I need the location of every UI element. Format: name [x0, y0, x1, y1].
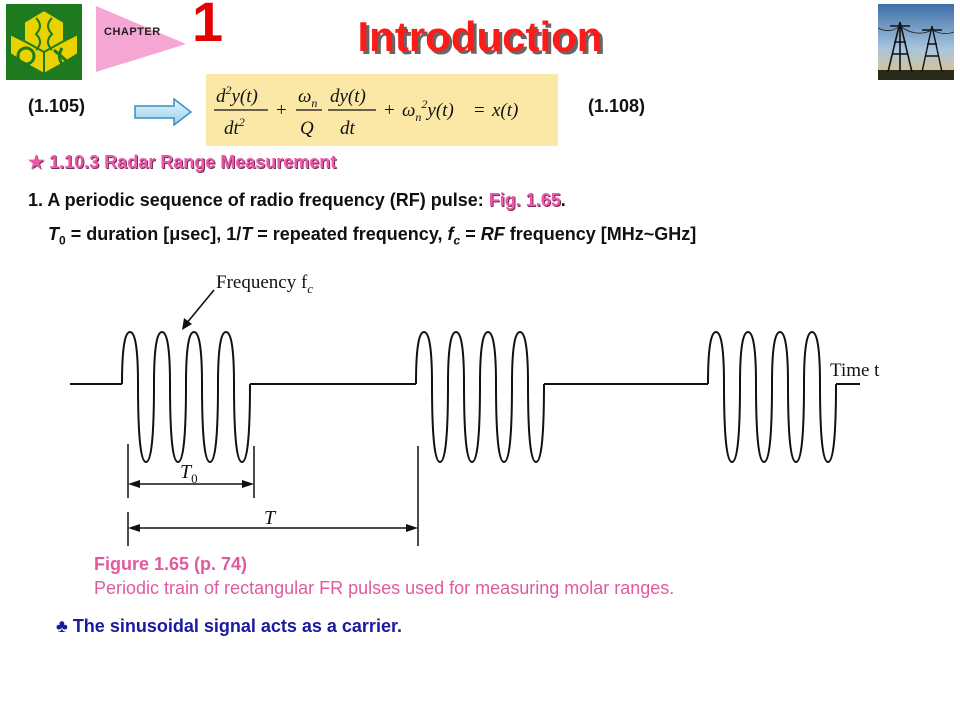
line2-a: = duration [	[65, 224, 170, 244]
carrier-note: ♣ The sinusoidal signal acts as a carrie…	[56, 616, 402, 637]
frequency-arrowhead	[182, 318, 192, 330]
var-T0: T	[48, 224, 59, 244]
note-text: The sinusoidal signal acts as a carrier.	[67, 616, 402, 636]
svg-text:Q: Q	[300, 118, 314, 139]
line2-c: = repeated frequency,	[252, 224, 448, 244]
power-lines-photo	[878, 4, 954, 80]
university-logo	[6, 4, 82, 80]
section-heading: ★ 1.10.3 Radar Range Measurement	[28, 152, 337, 172]
equation-ref-left: (1.105)	[28, 96, 86, 116]
line2-mu: μ	[169, 224, 181, 244]
var-RF: RF	[480, 224, 505, 244]
line1-end: .	[560, 190, 566, 210]
burst-2	[415, 330, 545, 464]
differential-equation: d2y(t) dt2 + ωn Q dy(t) dt + ωn2y(t) = x…	[206, 74, 558, 146]
var-f: f	[447, 224, 454, 244]
svg-text:dt: dt	[340, 118, 356, 139]
frequency-arrow	[185, 289, 215, 325]
line2-d: =	[460, 224, 481, 244]
t-label: T	[264, 507, 277, 529]
var-T: T	[241, 224, 253, 244]
svg-text:=: =	[474, 100, 485, 121]
rf-pulse-train-figure: Frequency fc Time t T0 T	[70, 272, 880, 546]
var-f-sub: c	[453, 233, 461, 248]
page-title: Introduction	[0, 13, 960, 60]
svg-text:dt2: dt2	[224, 115, 245, 139]
svg-text:d2y(t): d2y(t)	[216, 83, 258, 107]
line1-text: 1. A periodic sequence of radio frequenc…	[28, 190, 489, 210]
figure-caption: Figure 1.65 (p. 74) Periodic train of re…	[94, 552, 674, 601]
figure-reference-link[interactable]: Fig. 1.65	[488, 190, 561, 210]
chapter-tab	[96, 6, 186, 72]
chapter-label: CHAPTER	[104, 26, 161, 38]
caption-text: Periodic train of rectangular FR pulses …	[94, 578, 675, 599]
burst-3	[707, 330, 837, 464]
svg-text:ωn: ωn	[298, 86, 317, 110]
line2-b: sec], 1/	[180, 224, 242, 244]
line2-e: frequency [MHz~GHz]	[504, 224, 697, 244]
t0-label: T0	[180, 461, 198, 486]
body-line-1: 1. A periodic sequence of radio frequenc…	[28, 190, 566, 211]
chapter-number: 1	[192, 0, 224, 53]
time-label: Time t	[830, 360, 880, 381]
caption-title: Figure 1.65 (p. 74)	[94, 554, 248, 574]
body-line-2: T0 = duration [μsec], 1/T = repeated fre…	[48, 224, 696, 248]
svg-text:x(t): x(t)	[491, 100, 518, 121]
svg-text:dy(t): dy(t)	[330, 86, 366, 107]
svg-text:+: +	[384, 100, 395, 121]
page-title-text: Introduction	[357, 13, 603, 60]
right-arrow-icon	[134, 98, 192, 126]
club-icon: ♣	[56, 616, 68, 636]
svg-text:+: +	[276, 100, 287, 121]
burst-1	[121, 330, 251, 464]
var-T0-sub: 0	[59, 233, 66, 248]
svg-text:ωn2y(t): ωn2y(t)	[402, 97, 454, 124]
frequency-label: Frequency fc	[216, 272, 313, 296]
equation-ref-right: (1.108)	[588, 96, 646, 116]
